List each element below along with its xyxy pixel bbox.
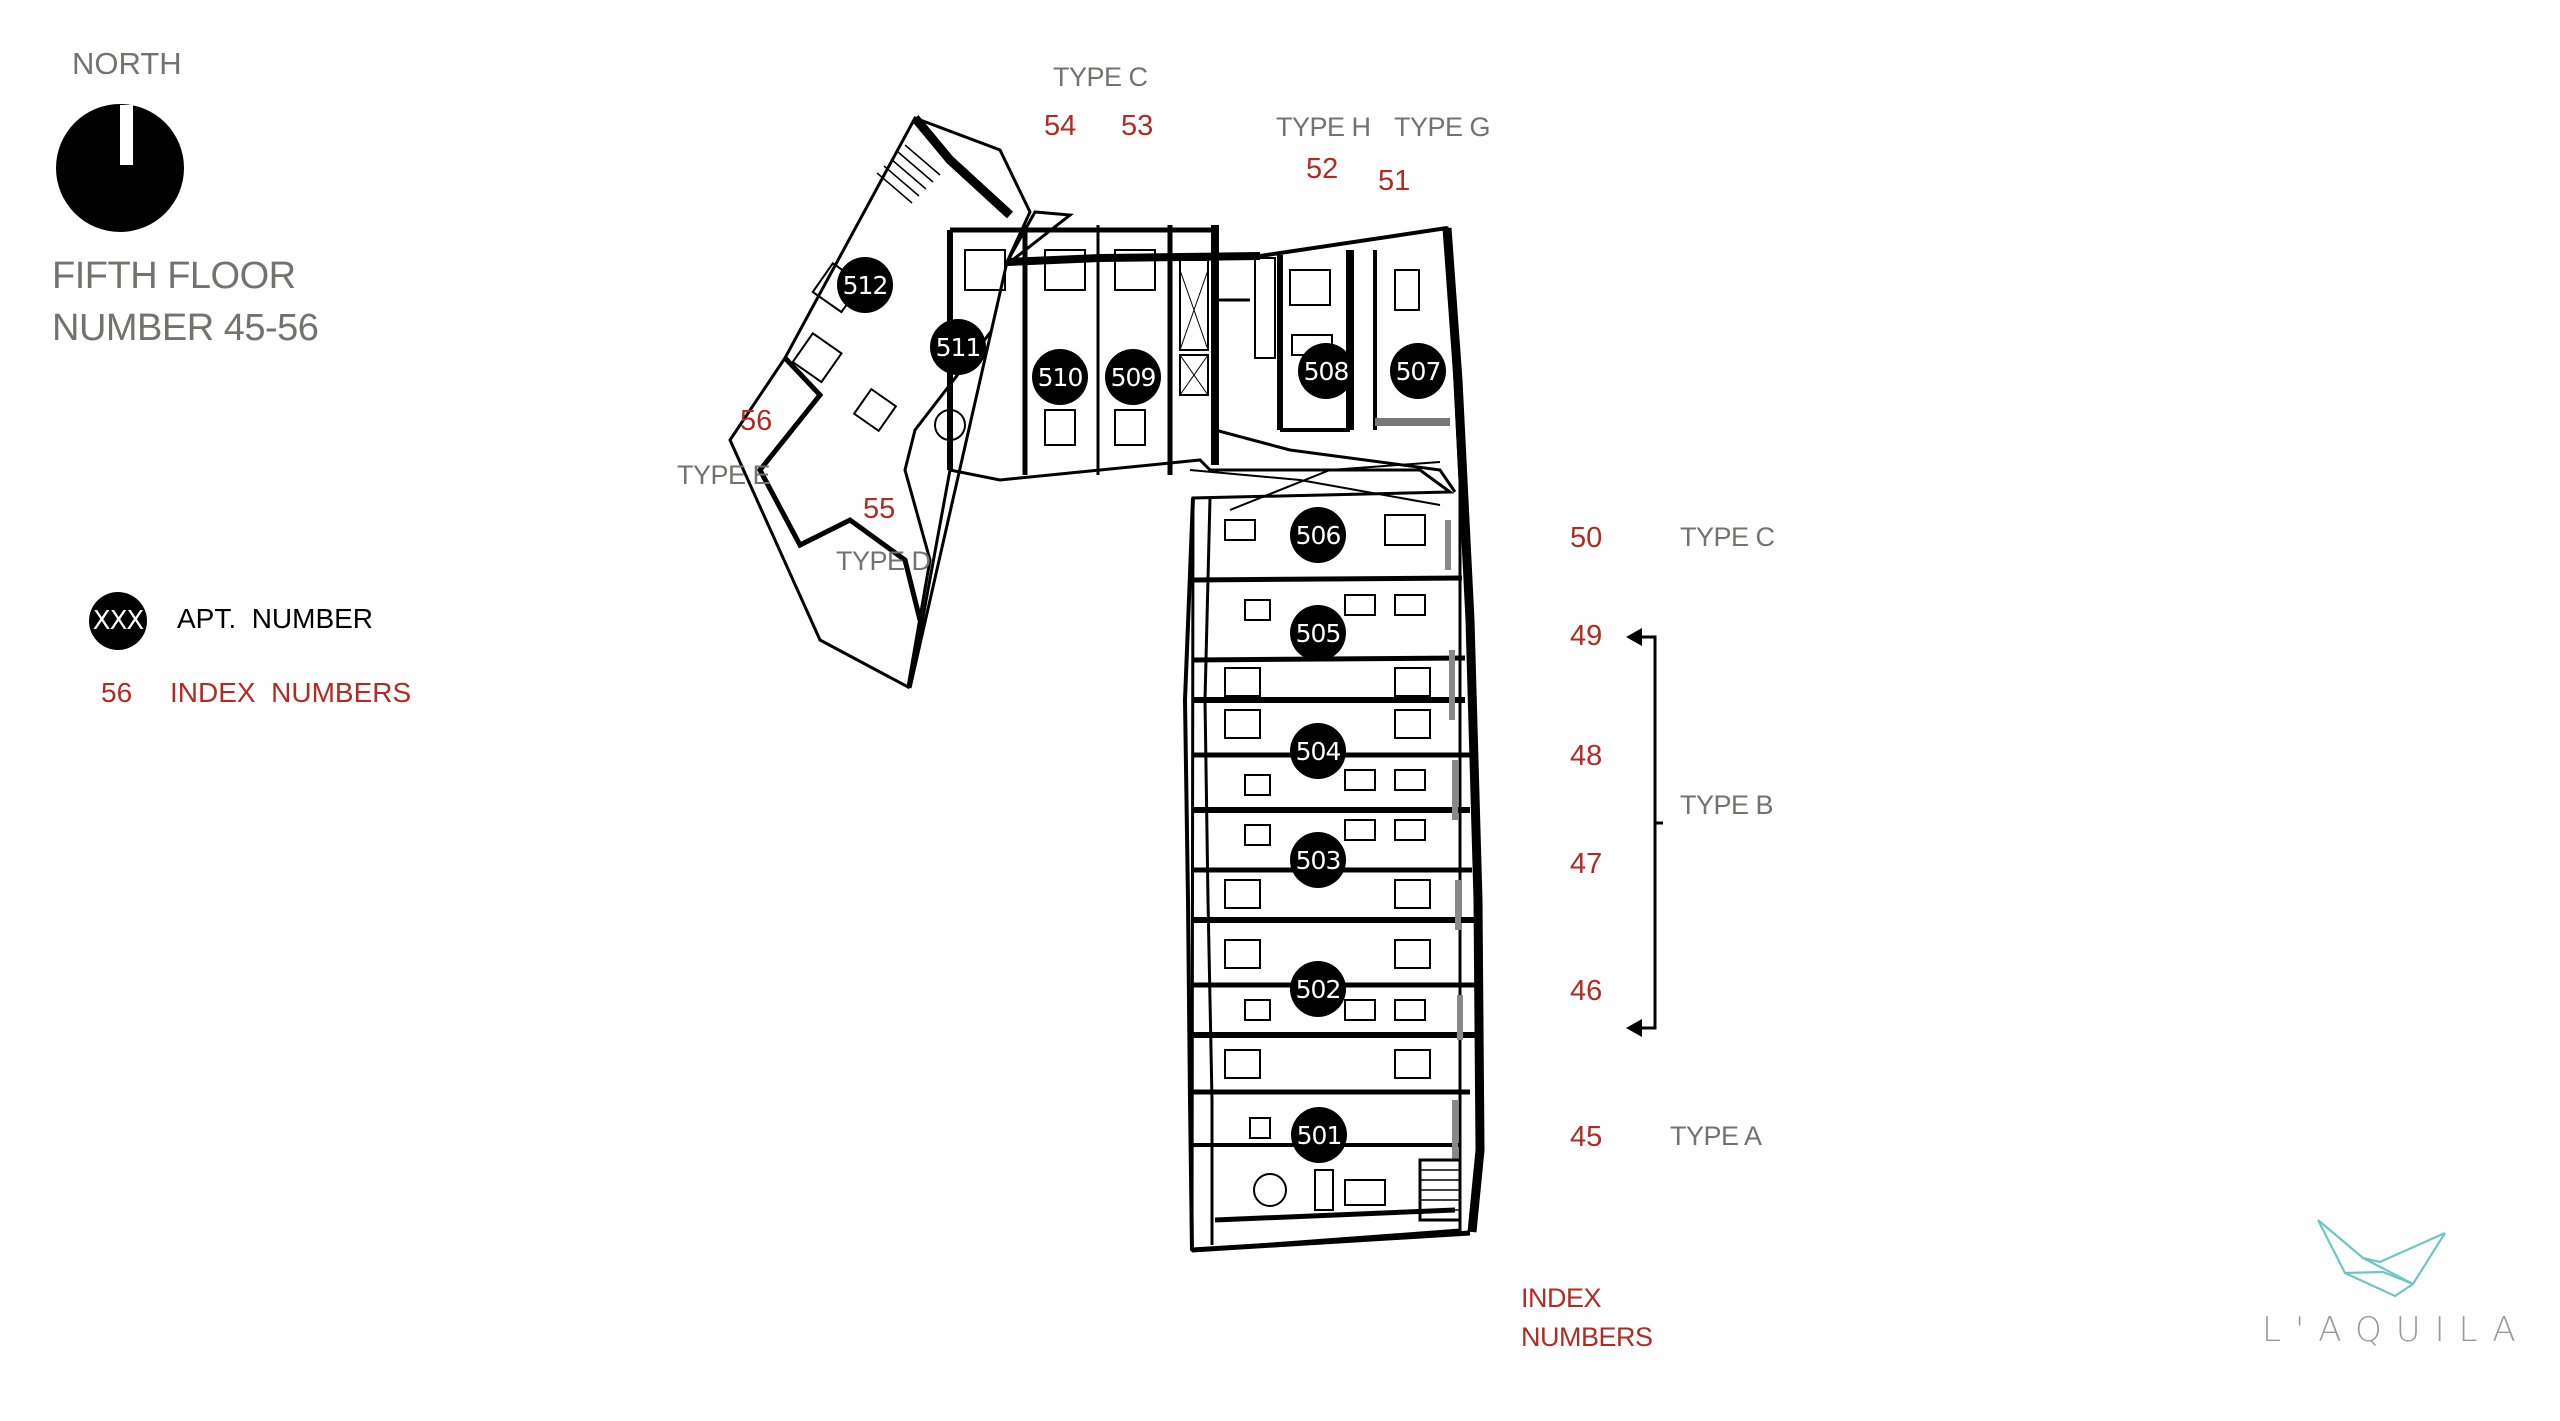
index-52: 52: [1306, 153, 1339, 185]
index-49: 49: [1570, 620, 1603, 652]
apt-marker-512[interactable]: 512: [837, 257, 893, 313]
apt-number: 511: [935, 332, 982, 362]
index-46: 46: [1570, 975, 1603, 1007]
arrow-left-icon: [1626, 1019, 1642, 1037]
floor-title: FIFTH FLOOR: [52, 255, 296, 297]
apt-marker-508[interactable]: 508: [1298, 343, 1354, 399]
type-label-a: TYPE A: [1670, 1121, 1762, 1151]
apt-number: 506: [1295, 520, 1342, 550]
legend-index-sample: 56: [101, 677, 133, 708]
apt-number: 509: [1110, 362, 1157, 392]
laquila-logo-icon: [2317, 1219, 2446, 1298]
index-45: 45: [1570, 1121, 1603, 1153]
index-caption-line2: NUMBERS: [1521, 1322, 1653, 1352]
north-label: NORTH: [72, 46, 182, 81]
legend-index-label: INDEX NUMBERS: [170, 677, 412, 708]
type-label-c-top: TYPE C: [1053, 62, 1148, 92]
apt-marker-506[interactable]: 506: [1290, 507, 1346, 563]
type-label-g: TYPE G: [1394, 112, 1491, 142]
apt-marker-502[interactable]: 502: [1290, 961, 1346, 1017]
apt-number: 510: [1037, 362, 1084, 392]
type-b-bracket: [1640, 635, 1663, 1030]
type-label-h: TYPE H: [1276, 112, 1371, 142]
arrow-left-icon: [1626, 628, 1642, 646]
north-compass-icon: [56, 104, 184, 232]
floor-subtitle: NUMBER 45-56: [52, 307, 319, 349]
apt-number: 504: [1295, 736, 1342, 766]
index-47: 47: [1570, 848, 1603, 880]
type-label-b: TYPE B: [1680, 790, 1774, 820]
apt-marker-509[interactable]: 509: [1105, 349, 1161, 405]
apt-marker-501[interactable]: 501: [1291, 1107, 1347, 1163]
apt-number: 512: [842, 270, 889, 300]
legend-apt-label: APT. NUMBER: [177, 603, 374, 634]
index-51: 51: [1378, 165, 1411, 197]
apt-number: 502: [1295, 974, 1342, 1004]
legend-apt-sample: XXX: [92, 606, 144, 636]
index-caption-line1: INDEX: [1521, 1283, 1602, 1313]
apt-marker-510[interactable]: 510: [1032, 349, 1088, 405]
index-56: 56: [740, 405, 773, 437]
type-label-e: TYPE E: [677, 460, 771, 490]
index-55: 55: [863, 493, 896, 525]
index-53: 53: [1121, 110, 1154, 142]
apt-number: 508: [1303, 356, 1350, 386]
type-label-d: TYPE D: [836, 546, 931, 576]
apt-marker-503[interactable]: 503: [1290, 832, 1346, 888]
type-label-c-right: TYPE C: [1680, 522, 1775, 552]
apt-number: 503: [1295, 845, 1342, 875]
apt-marker-504[interactable]: 504: [1290, 723, 1346, 779]
apt-marker-505[interactable]: 505: [1290, 605, 1346, 661]
index-48: 48: [1570, 740, 1603, 772]
apt-number: 505: [1295, 618, 1342, 648]
apt-marker-511[interactable]: 511: [930, 319, 986, 375]
index-50: 50: [1570, 522, 1603, 554]
apt-number: 507: [1395, 356, 1442, 386]
apt-marker-507[interactable]: 507: [1390, 343, 1446, 399]
apt-number: 501: [1296, 1120, 1343, 1150]
brand-name: L'AQUILA: [2262, 1310, 2530, 1350]
index-54: 54: [1044, 110, 1077, 142]
